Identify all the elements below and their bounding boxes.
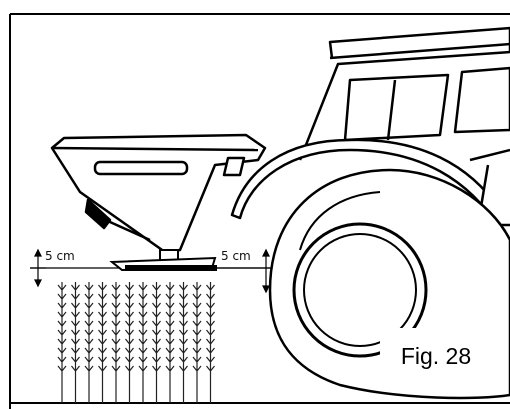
crop-stalk: [179, 282, 188, 403]
crop-stalk: [71, 282, 80, 403]
crop-stalk: [206, 282, 215, 403]
crop-stalk: [165, 282, 175, 403]
spreading-disc: [109, 249, 217, 272]
crop-stalk: [111, 282, 121, 403]
dimension-right: [214, 248, 272, 294]
dimension-label-right: 5 cm: [220, 249, 252, 263]
crop-stalk: [84, 282, 94, 403]
figure-border: [9, 13, 510, 409]
crop-stalk: [192, 282, 202, 403]
dimension-left: [30, 248, 46, 288]
crop-stalk: [125, 282, 134, 403]
crop-stalk: [138, 282, 148, 403]
dimension-label-left: 5 cm: [44, 249, 76, 263]
figure-caption-box: Fig. 28: [380, 328, 492, 384]
tractor-cab: [298, 26, 510, 161]
crop-rows: [57, 282, 215, 403]
crop-stalk: [98, 282, 107, 403]
crop-stalk: [152, 282, 161, 403]
spreader-hopper: [50, 133, 267, 254]
crop-stalk: [57, 282, 67, 403]
figure-caption: Fig. 28: [400, 342, 472, 369]
